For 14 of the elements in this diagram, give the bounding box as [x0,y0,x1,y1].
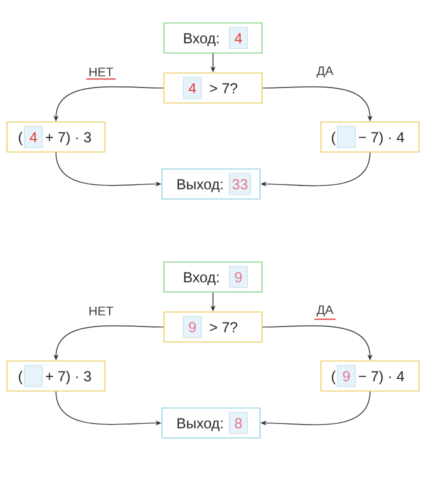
edge-label: ДА [316,304,334,318]
edge-label: НЕТ [88,66,114,78]
edge-label: ДА [316,65,334,79]
answer-box: 33 [229,173,251,195]
answer-box: 9 [183,316,202,338]
edge-label: НЕТ [88,306,114,316]
answer-box [24,365,43,387]
answer-box: 9 [337,365,356,387]
answer-box: 4 [183,77,202,99]
answer-box: 8 [229,412,248,434]
answer-box [337,126,356,148]
answer-box: 4 [229,27,248,49]
answer-box: 9 [229,266,248,288]
answer-box: 4 [24,126,43,148]
